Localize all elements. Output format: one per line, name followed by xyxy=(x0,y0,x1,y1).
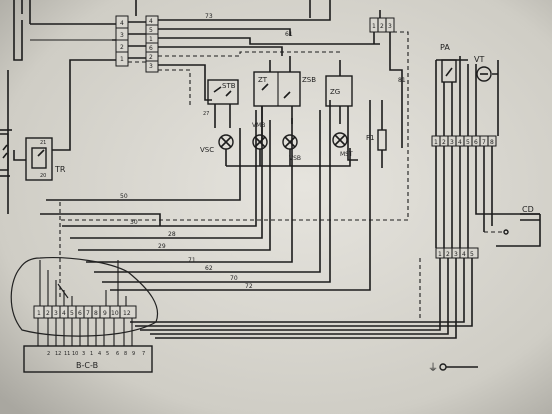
wire-label-62: 62 xyxy=(205,265,213,272)
top-connector-pin-1: 1 xyxy=(372,23,376,30)
bus-bottom-2: 2 xyxy=(446,251,450,258)
cd-label: CD xyxy=(522,205,534,214)
strip-pin-8: 8 xyxy=(94,310,98,317)
strip-pin-10: 10 xyxy=(111,310,119,317)
strip-pin-12: 12 xyxy=(123,310,131,317)
mst-label: MST xyxy=(340,151,353,158)
bus-bottom-3: 3 xyxy=(454,251,458,258)
strip-pin-9: 9 xyxy=(103,310,107,317)
bcb-pin-10: 10 xyxy=(72,351,78,357)
terminal-bus-top: 1 2 3 4 5 6 7 8 xyxy=(431,135,497,147)
bus-bottom-4: 4 xyxy=(462,251,466,258)
bus-bottom-5: 5 xyxy=(470,251,474,258)
ground-symbol: ⏚ xyxy=(428,362,438,374)
stb-pin-27: 27 xyxy=(203,111,209,117)
bcb-pin-2: 2 xyxy=(47,351,50,357)
bcb-pin-4: 4 xyxy=(98,351,101,357)
connector-strip: 1 2 3 4 5 6 7 8 9 10 12 xyxy=(33,305,137,319)
bcb-pin-1: 1 xyxy=(90,351,93,357)
bcb-pin-6: 6 xyxy=(116,351,119,357)
bcb-pin-11: 11 xyxy=(64,351,70,357)
bcb-pin-7: 7 xyxy=(142,351,145,357)
bus-bottom-1: 1 xyxy=(438,251,442,258)
strip-pin-5: 5 xyxy=(70,310,74,317)
vt-label: VT xyxy=(474,55,484,64)
bus-top-2: 2 xyxy=(442,139,446,146)
zg-component: ZG xyxy=(325,60,358,161)
terminal-mid-label-3: 3 xyxy=(149,63,153,70)
cd-capacitor: CD xyxy=(484,205,541,247)
bcb-label: B-C-B xyxy=(76,361,98,370)
wire-label-29: 29 xyxy=(158,243,166,250)
terminal-bus-bottom: 1 2 3 4 5 xyxy=(435,247,479,259)
bus-top-6: 6 xyxy=(474,139,478,146)
bcb-pin-12: 12 xyxy=(55,351,61,357)
pa-label: PA xyxy=(440,43,450,52)
vsb-label: VSB xyxy=(289,155,301,162)
tr-pin-20: 20 xyxy=(40,173,46,179)
terminal-mid-label-6: 6 xyxy=(149,45,153,52)
bus-top-8: 8 xyxy=(490,139,494,146)
lamp-vsc: VSC xyxy=(200,134,234,166)
top-connector-pin-2: 2 xyxy=(380,23,384,30)
wire-label-50: 50 xyxy=(120,193,128,200)
terminal-mid-label-1: 1 xyxy=(149,36,153,43)
terminal-block-mid: 4 5 1 6 2 3 xyxy=(145,15,159,73)
terminal-mid-label-5: 5 xyxy=(149,27,153,34)
bcb-module: 2 12 11 10 3 1 4 5 6 8 9 7 B-C-B xyxy=(23,345,153,373)
tr-relay: 21 20 TR xyxy=(13,59,112,181)
bcb-pin-9: 9 xyxy=(132,351,135,357)
vsc-label: VSC xyxy=(200,146,214,154)
tr-pin-21: 21 xyxy=(40,140,46,146)
strip-pin-4: 4 xyxy=(62,310,66,317)
vmb-label: VMB xyxy=(252,122,265,129)
bus-top-7: 7 xyxy=(482,139,486,146)
bcb-pin-3: 3 xyxy=(82,351,85,357)
top-connector-pin-3: 3 xyxy=(388,23,392,30)
wire-label-30: 30 xyxy=(130,219,138,226)
bus-top-3: 3 xyxy=(450,139,454,146)
lamp-mst: MST xyxy=(332,132,353,158)
terminal-mid-label-2: 2 xyxy=(149,54,153,61)
terminal-mid-label-4: 4 xyxy=(149,18,153,25)
bus-top-5: 5 xyxy=(466,139,470,146)
vt-fan: VT xyxy=(474,55,499,136)
top-connector: 1 2 3 xyxy=(60,10,409,221)
zg-label: ZG xyxy=(330,88,340,96)
top-wires: 73 61 81 xyxy=(158,0,406,105)
terminal-left-label-3: 3 xyxy=(120,32,124,39)
bus-top-1: 1 xyxy=(434,139,438,146)
freehand-outline xyxy=(10,257,159,337)
bcb-pin-8: 8 xyxy=(124,351,127,357)
wire-label-61: 61 xyxy=(285,31,293,38)
earth-terminal: ⏚ xyxy=(428,362,478,374)
strip-pin-2: 2 xyxy=(46,310,50,317)
wire-label-73: 73 xyxy=(205,13,213,20)
terminal-left-label-4: 4 xyxy=(120,20,124,27)
stb-thermostat: STB 27 xyxy=(203,79,239,128)
terminal-block-left: 4 3 2 1 xyxy=(115,15,129,67)
strip-pin-7: 7 xyxy=(86,310,90,317)
tr-label: TR xyxy=(54,165,66,174)
strip-pin-6: 6 xyxy=(78,310,82,317)
strip-pin-3: 3 xyxy=(54,310,58,317)
terminal-left-label-1: 1 xyxy=(120,56,124,63)
strip-pin-1: 1 xyxy=(37,310,41,317)
wire-label-71: 71 xyxy=(188,257,196,264)
zt-label: ZT xyxy=(258,76,268,84)
stb-label: STB xyxy=(222,82,236,90)
harness-wires: 50 30 28 29 71 62 70 72 xyxy=(40,100,371,300)
wire-label-28: 28 xyxy=(168,231,176,238)
terminal-left-label-2: 2 xyxy=(120,44,124,51)
wire-label-70: 70 xyxy=(230,275,238,282)
zsb-label: ZSB xyxy=(302,76,316,84)
bus-top-4: 4 xyxy=(458,139,462,146)
bcb-pin-5: 5 xyxy=(106,351,109,357)
wire-label-72: 72 xyxy=(245,283,253,290)
